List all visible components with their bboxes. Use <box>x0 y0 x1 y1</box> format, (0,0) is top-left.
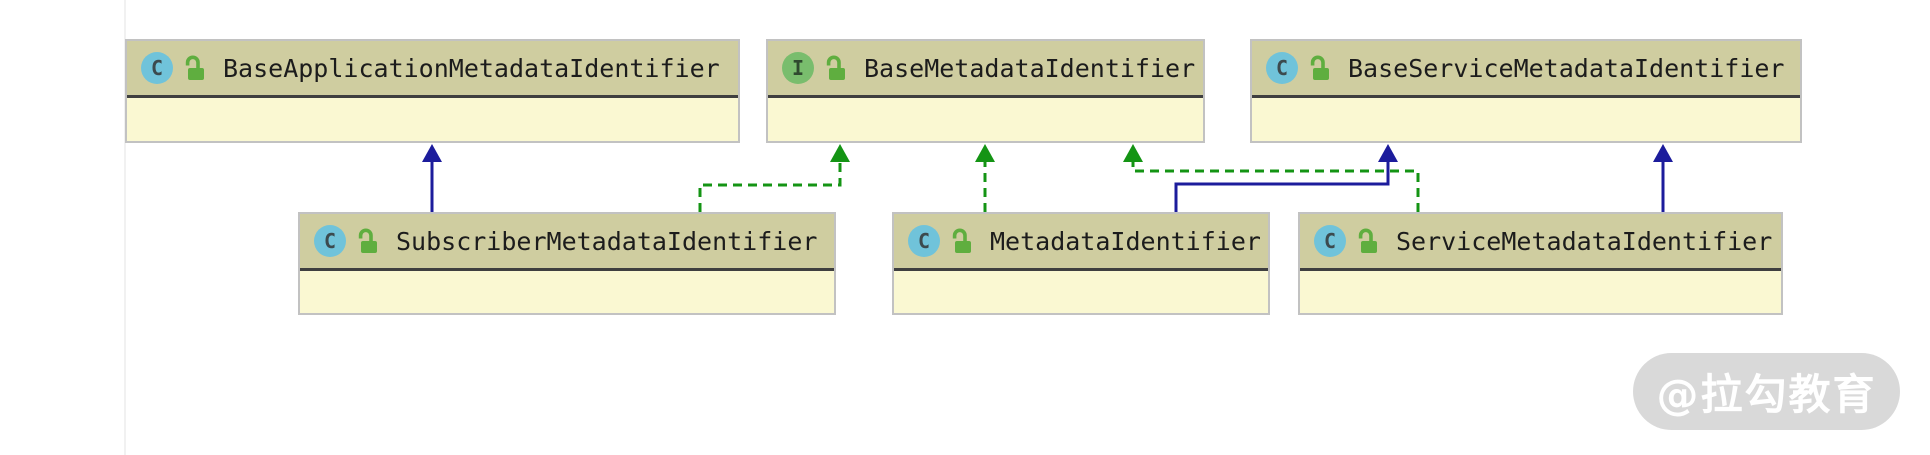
class-icon: C <box>908 225 940 257</box>
edge-metadata-extends-baseservice <box>1174 144 1398 212</box>
public-unlock-icon <box>358 228 377 253</box>
class-name-label: MetadataIdentifier <box>990 226 1261 256</box>
node-members-section <box>300 271 834 313</box>
node-header: I BaseMetadataIdentifier <box>768 41 1203 95</box>
edge-service-implements-basemetadata <box>1123 144 1420 212</box>
class-name-label: BaseApplicationMetadataIdentifier <box>223 53 720 83</box>
public-unlock-icon <box>826 55 845 80</box>
header-separator <box>300 268 834 271</box>
node-header: C BaseServiceMetadataIdentifier <box>1252 41 1800 95</box>
node-members-section <box>894 271 1268 313</box>
interface-icon: I <box>782 52 814 84</box>
header-separator <box>1300 268 1781 271</box>
public-unlock-icon <box>185 55 204 80</box>
class-node-service-metadata-identifier[interactable]: C ServiceMetadataIdentifier <box>1298 212 1783 315</box>
node-members-section <box>127 98 738 141</box>
node-members-section <box>1252 98 1800 141</box>
header-separator <box>1252 95 1800 98</box>
class-node-base-application-metadata-identifier[interactable]: C BaseApplicationMetadataIdentifier <box>125 39 740 143</box>
class-node-subscriber-metadata-identifier[interactable]: C SubscriberMetadataIdentifier <box>298 212 836 315</box>
edge-service-extends-baseservice <box>1653 144 1673 212</box>
class-icon: C <box>141 52 173 84</box>
class-icon: C <box>1314 225 1346 257</box>
edge-subscriber-implements-basemetadata <box>698 144 850 212</box>
class-name-label: BaseServiceMetadataIdentifier <box>1348 53 1785 83</box>
class-name-label: ServiceMetadataIdentifier <box>1396 226 1773 256</box>
interface-node-base-metadata-identifier[interactable]: I BaseMetadataIdentifier <box>766 39 1205 143</box>
panel-edge-line <box>124 0 126 455</box>
class-node-base-service-metadata-identifier[interactable]: C BaseServiceMetadataIdentifier <box>1250 39 1802 143</box>
public-unlock-icon <box>1358 228 1377 253</box>
edge-subscriber-extends-baseapplication <box>422 144 442 212</box>
lagou-education-watermark: @拉勾教育 <box>1633 353 1900 430</box>
header-separator <box>768 95 1203 98</box>
node-header: C SubscriberMetadataIdentifier <box>300 214 834 268</box>
node-header: C BaseApplicationMetadataIdentifier <box>127 41 738 95</box>
interface-name-label: BaseMetadataIdentifier <box>864 53 1196 83</box>
node-members-section <box>768 98 1203 141</box>
class-node-metadata-identifier[interactable]: C MetadataIdentifier <box>892 212 1270 315</box>
edge-metadata-implements-basemetadata <box>975 144 995 212</box>
node-header: C MetadataIdentifier <box>894 214 1268 268</box>
public-unlock-icon <box>1310 55 1329 80</box>
public-unlock-icon <box>952 228 971 253</box>
header-separator <box>127 95 738 98</box>
class-icon: C <box>1266 52 1298 84</box>
node-members-section <box>1300 271 1781 313</box>
header-separator <box>894 268 1268 271</box>
node-header: C ServiceMetadataIdentifier <box>1300 214 1781 268</box>
class-icon: C <box>314 225 346 257</box>
class-name-label: SubscriberMetadataIdentifier <box>396 226 818 256</box>
